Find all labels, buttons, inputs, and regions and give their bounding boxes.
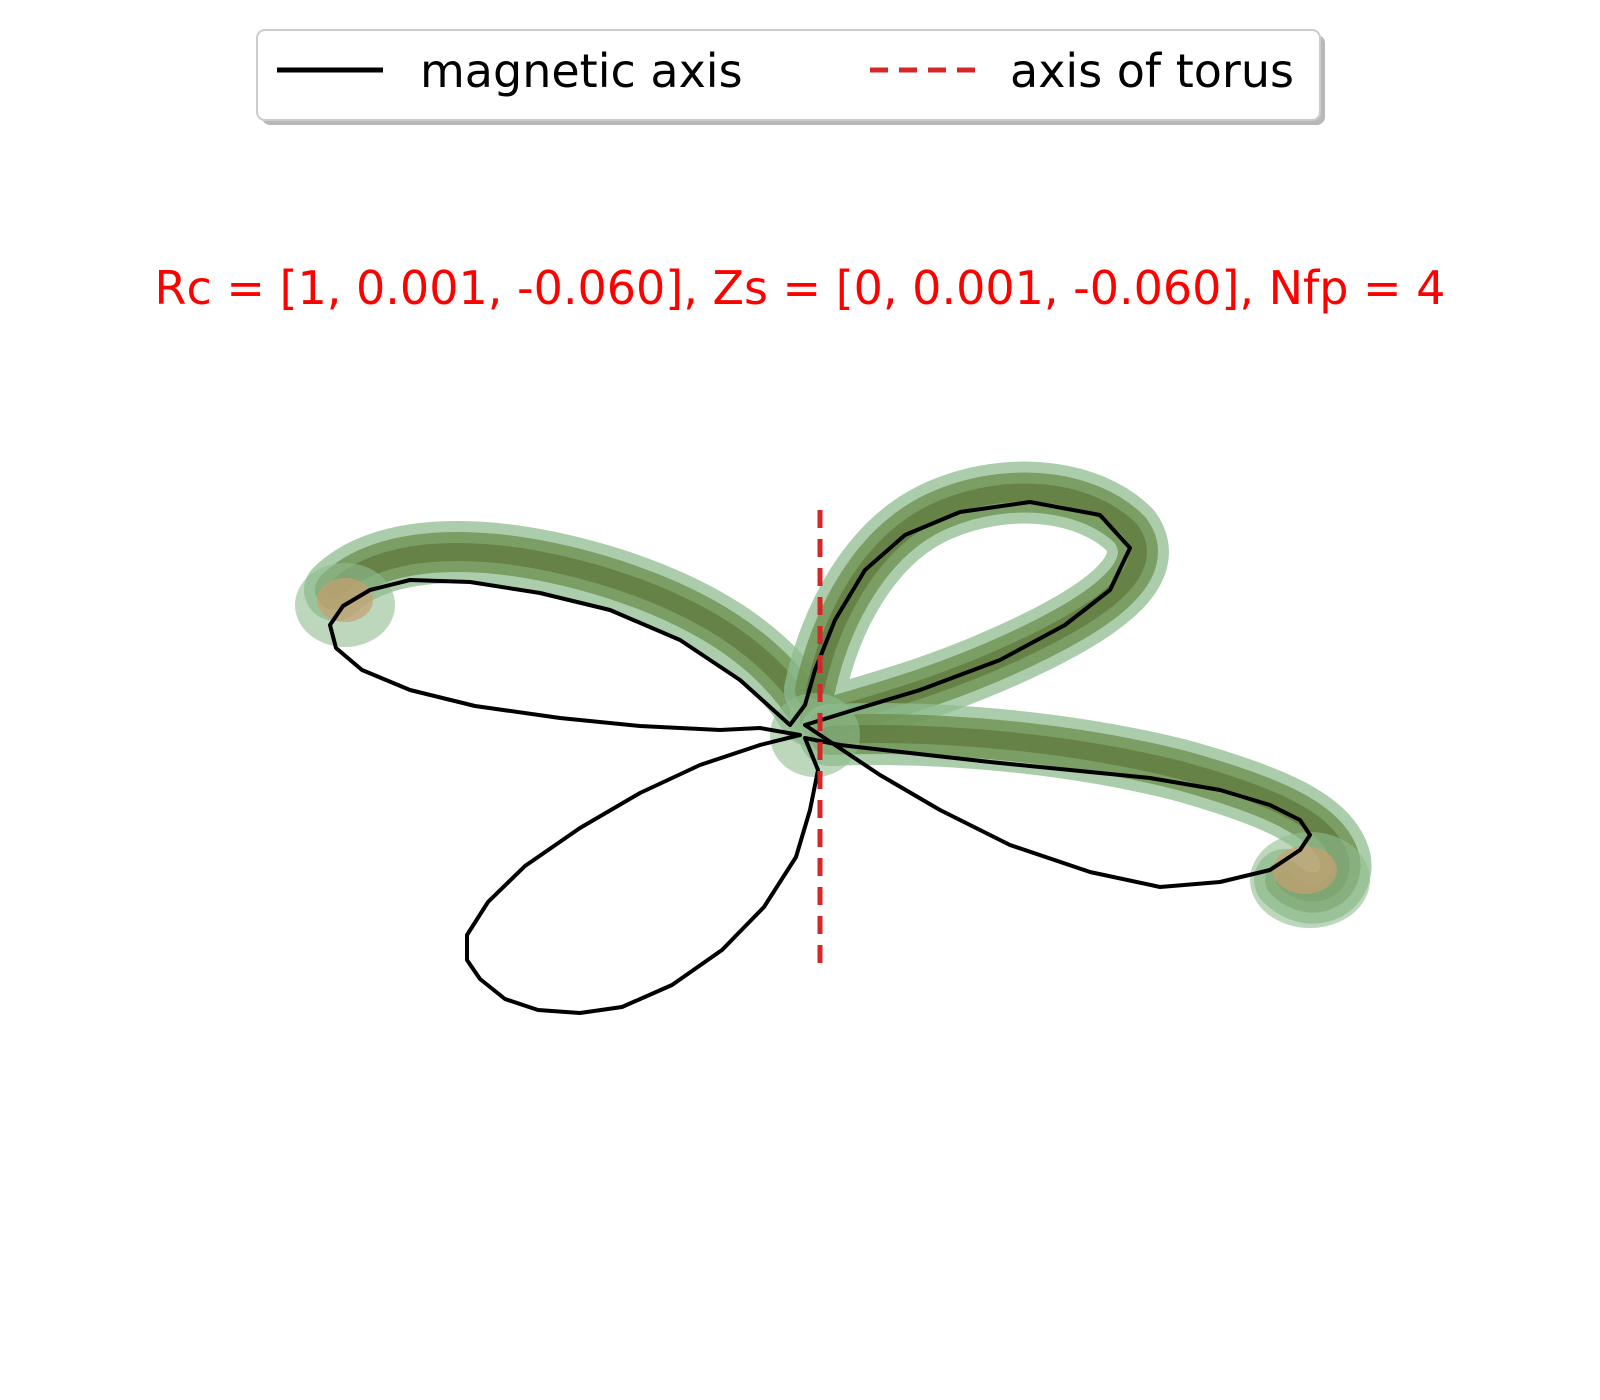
legend-magnetic-axis-label: magnetic axis [420,44,743,98]
surface-left-cap-tip [317,578,373,622]
legend-torus-axis-label: axis of torus [1010,44,1294,98]
plot-title: Rc = [1, 0.001, -0.060], Zs = [0, 0.001,… [155,261,1446,315]
legend: magnetic axis axis of torus [256,29,1325,125]
magnetic-axis-curve [328,500,1312,1015]
surface-left-lobe-core [326,543,819,724]
legend-frame [256,29,1321,121]
flux-surface [295,461,1372,928]
surface-right-cap-tip [1273,846,1337,894]
